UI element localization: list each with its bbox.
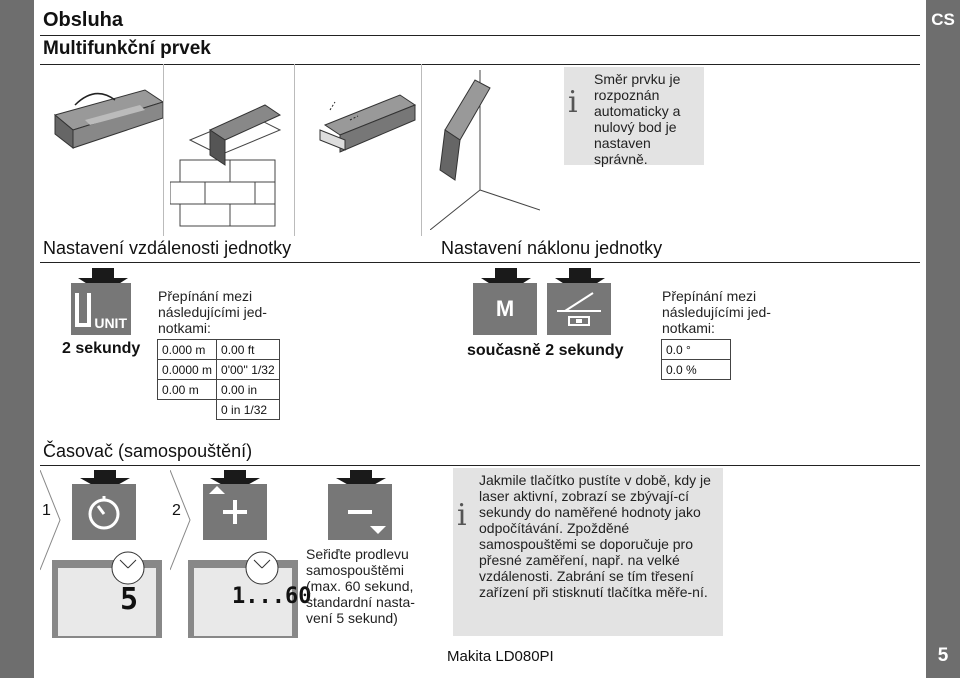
header-rule bbox=[40, 35, 920, 36]
stopwatch-icon bbox=[88, 496, 120, 530]
step-bracket bbox=[40, 470, 61, 571]
device-illustration-corner bbox=[430, 70, 540, 230]
tilt-units-table: 0.0 ° 0.0 % bbox=[661, 339, 731, 380]
minus-key-icon bbox=[328, 484, 392, 540]
device-illustration-flat bbox=[53, 89, 163, 150]
display-value-2: 1...60 bbox=[232, 584, 312, 609]
tilt-description: Přepínání mezi následujícími jed-notkami… bbox=[662, 288, 771, 336]
language-tab: CS bbox=[926, 0, 960, 40]
table-cell: 0'00'' 1/32 bbox=[216, 359, 280, 380]
plus-icon bbox=[209, 486, 247, 524]
table-cell: 0.00 ft bbox=[216, 339, 280, 360]
timer-key-icon bbox=[72, 484, 136, 540]
device-screen-2: 1...60 bbox=[188, 551, 311, 638]
info-icon: i bbox=[568, 85, 578, 120]
table-row: 0.0 ° bbox=[661, 339, 731, 360]
table-cell: 0.0000 m bbox=[156, 359, 218, 380]
section-title-distance-units: Nastavení vzdálenosti jednotky bbox=[43, 238, 292, 258]
table-cell: 0 in 1/32 bbox=[216, 399, 280, 420]
info-note-text: Směr prvku je rozpoznán automaticky a nu… bbox=[594, 71, 681, 167]
info-icon: i bbox=[457, 498, 467, 533]
m-key-icon: M bbox=[473, 283, 537, 335]
left-margin-bar bbox=[0, 0, 34, 678]
footer-model: Makita LD080PI bbox=[447, 648, 554, 665]
unit-key-icon: UNIT bbox=[71, 283, 131, 335]
table-row: 0.00 m 0.00 in bbox=[156, 379, 280, 400]
table-cell: 0.00 m bbox=[156, 379, 218, 400]
step-number-2: 2 bbox=[172, 502, 181, 519]
timer-note-text: Jakmile tlačítko pustíte v době, kdy je … bbox=[479, 472, 711, 600]
page-title: Obsluha bbox=[43, 9, 124, 31]
distance-press-duration: 2 sekundy bbox=[62, 340, 141, 357]
subtitle-rule bbox=[40, 64, 920, 65]
timer-icon bbox=[245, 551, 279, 585]
unit-key-label: UNIT bbox=[94, 315, 127, 331]
section-title-tilt-units: Nastavení náklonu jednotky bbox=[441, 238, 663, 258]
info-note-multifunction: i Směr prvku je rozpoznán automaticky a … bbox=[564, 67, 704, 167]
timer-instruction: Seřiďte prodlevu samospouštěmi (max. 60 … bbox=[306, 546, 415, 626]
divider bbox=[163, 64, 164, 236]
table-cell: 0.000 m bbox=[156, 339, 218, 360]
device-screen-1: 5 bbox=[52, 551, 162, 638]
section-rule bbox=[40, 262, 920, 263]
tilt-icon bbox=[557, 292, 601, 326]
divider bbox=[421, 64, 422, 236]
minus-icon bbox=[348, 510, 386, 534]
divider bbox=[294, 64, 295, 236]
distance-description: Přepínání mezi následujícími jed-notkami… bbox=[158, 288, 267, 336]
right-margin-bar bbox=[926, 0, 960, 678]
info-note-timer: i Jakmile tlačítko pustíte v době, kdy j… bbox=[453, 468, 723, 636]
plus-key-icon bbox=[203, 484, 267, 540]
table-row: 0.0 % bbox=[661, 359, 731, 380]
section-rule bbox=[40, 465, 920, 466]
section-title-multifunction: Multifunkční prvek bbox=[43, 38, 211, 59]
table-cell: 0.00 in bbox=[216, 379, 280, 400]
step-number-1: 1 bbox=[42, 502, 51, 519]
table-row: 0.000 m 0.00 ft bbox=[156, 339, 280, 360]
step-bracket bbox=[170, 470, 191, 571]
table-cell: 0.0 % bbox=[661, 359, 731, 380]
table-row: 0.0000 m 0'00'' 1/32 bbox=[156, 359, 280, 380]
distance-units-table: 0.000 m 0.00 ft 0.0000 m 0'00'' 1/32 0.0… bbox=[156, 339, 280, 420]
page-number: 5 bbox=[937, 645, 949, 666]
device-illustration-brick bbox=[170, 104, 282, 227]
device-illustration-pin bbox=[319, 94, 417, 153]
table-cell: 0.0 ° bbox=[661, 339, 731, 360]
section-title-timer: Časovač (samospouštění) bbox=[43, 441, 253, 461]
timer-icon bbox=[111, 551, 145, 585]
table-row: 0 in 1/32 bbox=[158, 399, 280, 420]
display-value-1: 5 bbox=[120, 582, 139, 617]
table-cell bbox=[158, 400, 217, 420]
tilt-press-duration: současně 2 sekundy bbox=[467, 342, 624, 359]
tilt-key-icon bbox=[547, 283, 611, 335]
